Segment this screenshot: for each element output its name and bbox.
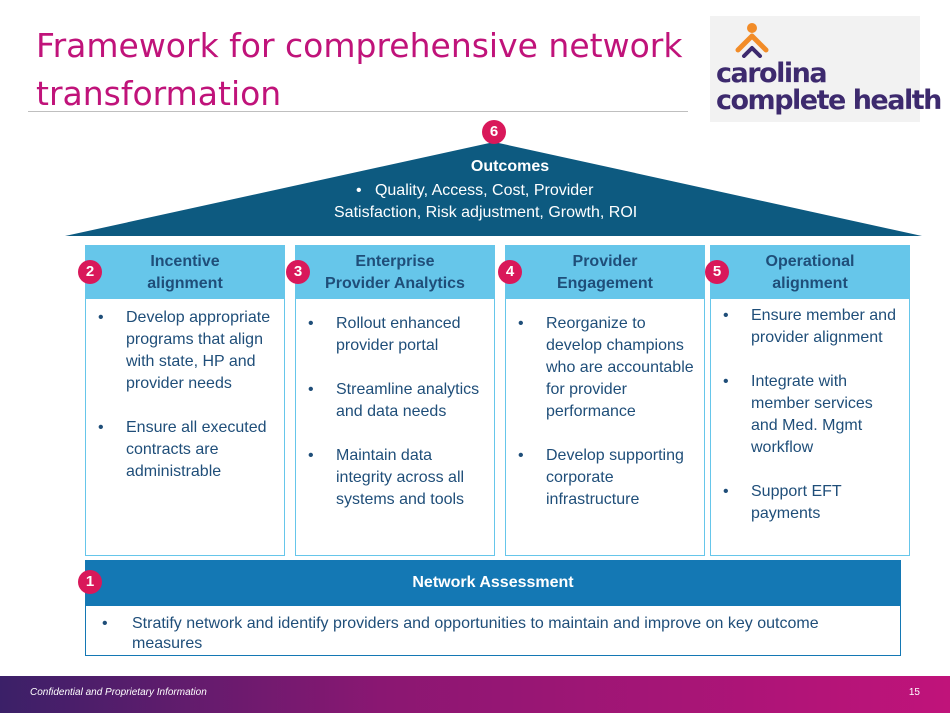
column-bullet: Streamline analytics and data needs bbox=[296, 379, 494, 423]
column-body-incentive: Develop appropriate programs that align … bbox=[85, 299, 285, 556]
logo-wordmark: carolina complete health bbox=[716, 58, 942, 116]
column-header-engagement: Provider Engagement bbox=[505, 245, 705, 299]
slide-title: Framework for comprehensive network tran… bbox=[36, 26, 683, 113]
outcomes-line-1-text: Quality, Access, Cost, Provider bbox=[374, 182, 594, 199]
outcomes-line-2: Satisfaction, Risk adjustment, Growth, R… bbox=[334, 204, 638, 221]
column-title-line-1: Incentive bbox=[150, 253, 220, 270]
column-bullet: Ensure member and provider alignment bbox=[711, 305, 909, 349]
column-bullet: Reorganize to develop champions who are … bbox=[506, 313, 704, 423]
incentive-badge: 2 bbox=[78, 260, 102, 284]
column-title-line-1: Enterprise bbox=[355, 253, 435, 270]
network-badge: 1 bbox=[78, 570, 102, 594]
outcomes-roof bbox=[65, 142, 922, 236]
outcomes-title: Outcomes bbox=[470, 158, 550, 175]
confidential-notice: Confidential and Proprietary Information bbox=[30, 687, 207, 698]
outcomes-bullet: • bbox=[356, 182, 362, 199]
column-bullet: Develop appropriate programs that align … bbox=[86, 307, 284, 395]
column-title-line-2: Engagement bbox=[556, 275, 653, 292]
engagement-badge: 4 bbox=[498, 260, 522, 284]
network-assessment-text: Stratify network and identify providers … bbox=[132, 615, 819, 652]
logo-line-2: complete health bbox=[716, 85, 942, 116]
footer-bar: Confidential and Proprietary Information… bbox=[0, 676, 950, 713]
column-bullet: Integrate with member services and Med. … bbox=[711, 371, 909, 459]
column-title-line-2: alignment bbox=[147, 275, 223, 292]
column-bullet: Develop supporting corporate infrastruct… bbox=[506, 445, 704, 511]
network-assessment-header: Network Assessment bbox=[85, 560, 901, 606]
column-bullet: Ensure all executed contracts are admini… bbox=[86, 417, 284, 483]
column-title-line-1: Operational bbox=[765, 253, 855, 270]
outcomes-badge: 6 bbox=[482, 120, 506, 144]
column-body-analytics: Rollout enhanced provider portal Streaml… bbox=[295, 299, 495, 556]
column-header-analytics: Enterprise Provider Analytics bbox=[295, 245, 495, 299]
column-body-engagement: Reorganize to develop champions who are … bbox=[505, 299, 705, 556]
column-body-operational: Ensure member and provider alignment Int… bbox=[710, 299, 910, 556]
column-title-line-1: Provider bbox=[572, 253, 638, 270]
column-header-operational: Operational alignment bbox=[710, 245, 910, 299]
column-bullet: Support EFT payments bbox=[711, 481, 909, 525]
network-assessment-body: • Stratify network and identify provider… bbox=[85, 606, 901, 656]
title-divider bbox=[28, 111, 688, 112]
column-bullet: Rollout enhanced provider portal bbox=[296, 313, 494, 357]
analytics-badge: 3 bbox=[286, 260, 310, 284]
outcomes-line-1: • Quality, Access, Cost, Provider bbox=[334, 180, 704, 202]
page-number: 15 bbox=[908, 687, 920, 698]
column-title-line-2: Provider Analytics bbox=[325, 275, 465, 292]
outcomes-text: • Quality, Access, Cost, Provider Satisf… bbox=[334, 180, 704, 224]
column-header-incentive: Incentive alignment bbox=[85, 245, 285, 299]
network-bullet: • bbox=[102, 615, 108, 632]
column-title-line-2: alignment bbox=[772, 275, 848, 292]
logo-line-1: carolina bbox=[716, 58, 828, 89]
operational-badge: 5 bbox=[705, 260, 729, 284]
company-logo: carolina complete health bbox=[710, 16, 942, 122]
column-bullet: Maintain data integrity across all syste… bbox=[296, 445, 494, 511]
logo-chevron-icon bbox=[735, 23, 769, 58]
